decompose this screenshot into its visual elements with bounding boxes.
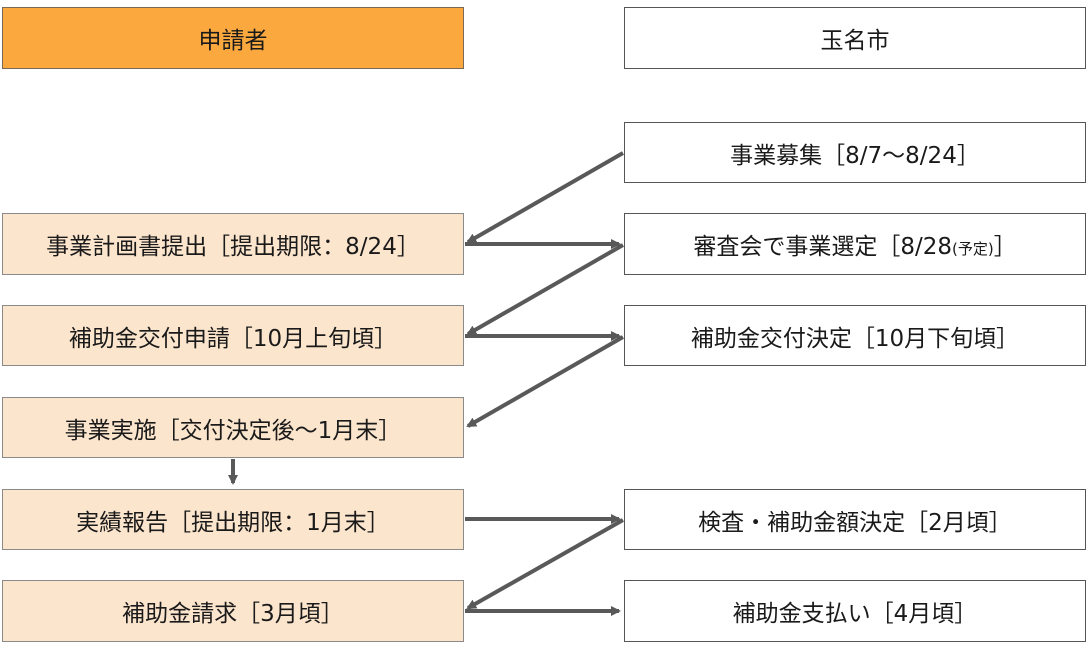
step-report-label: 実績報告［提出期限：1月末］ [76, 509, 390, 536]
step-report: 実績報告［提出期限：1月末］ [2, 489, 464, 550]
step-payment: 補助金支払い［4月頃］ [624, 580, 1086, 642]
step-plan-submit: 事業計画書提出［提出期限：8/24］ [2, 213, 464, 275]
step-inspection-label: 検査・補助金額決定［2月頃］ [698, 509, 1012, 536]
step-grant-apply-label: 補助金交付申請［10月上旬頃］ [68, 325, 398, 352]
arrow-inspection-to-claim [466, 518, 624, 610]
header-applicant: 申請者 [2, 7, 464, 69]
step-implement: 事業実施［交付決定後～1月末］ [2, 397, 464, 458]
step-inspection: 検査・補助金額決定［2月頃］ [624, 489, 1086, 550]
arrow-recruit-to-plan [466, 151, 624, 244]
arrow-decision-to-implement [466, 335, 624, 428]
step-claim: 補助金請求［3月頃］ [2, 580, 464, 642]
step-grant-apply: 補助金交付申請［10月上旬頃］ [2, 305, 464, 366]
step-review: 審査会で事業選定［8/28(予定)］ [624, 213, 1086, 275]
arrow-review-to-grant-apply [466, 243, 624, 336]
step-recruit: 事業募集［8/7～8/24］ [624, 122, 1086, 183]
step-claim-label: 補助金請求［3月頃］ [122, 601, 344, 627]
step-recruit-label: 事業募集［8/7～8/24］ [730, 142, 980, 169]
step-grant-decision-label: 補助金交付決定［10月下旬頃］ [690, 325, 1020, 352]
header-city-label: 玉名市 [820, 28, 890, 54]
step-plan-submit-label: 事業計画書提出［提出期限：8/24］ [46, 234, 420, 260]
header-city: 玉名市 [624, 7, 1086, 69]
step-grant-decision: 補助金交付決定［10月下旬頃］ [624, 305, 1086, 366]
step-payment-label: 補助金支払い［4月頃］ [732, 601, 978, 627]
header-applicant-label: 申請者 [198, 28, 268, 54]
step-implement-label: 事業実施［交付決定後～1月末］ [64, 417, 402, 444]
step-review-label: 審査会で事業選定［8/28(予定)］ [693, 234, 1017, 260]
